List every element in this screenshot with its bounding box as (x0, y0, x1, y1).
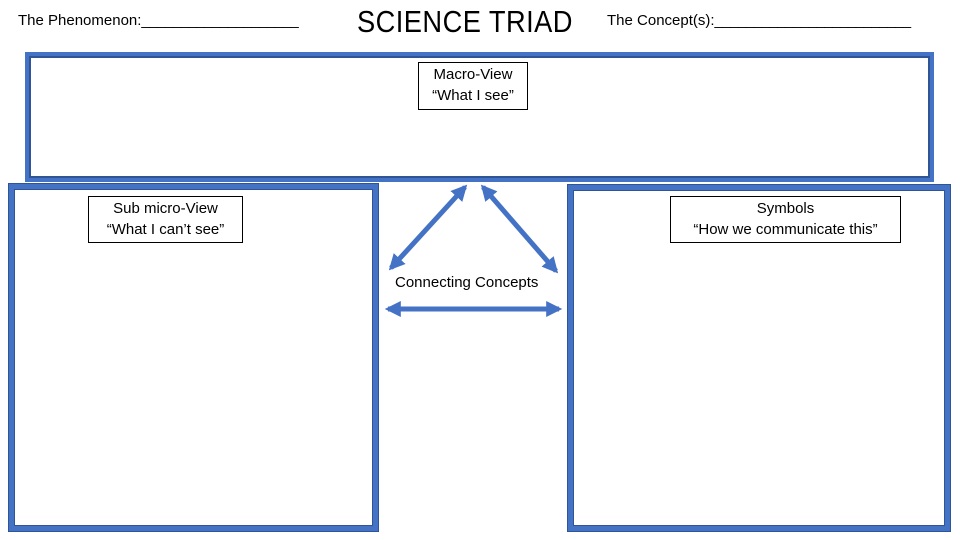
arrow-macro-submicro (388, 184, 468, 271)
concepts-field: The Concept(s):_________________________ (607, 12, 911, 29)
symbols-label: Symbols “How we communicate this” (670, 196, 901, 243)
macro-view-panel[interactable] (25, 52, 934, 182)
phenomenon-label: The Phenomenon: (18, 12, 142, 29)
submicro-view-label: Sub micro-View “What I can’t see” (88, 196, 243, 243)
submicro-view-subtitle: “What I can’t see” (106, 221, 225, 238)
macro-view-title: Macro-View (433, 66, 513, 83)
connecting-concepts-label: Connecting Concepts (395, 274, 539, 291)
concepts-label: The Concept(s): (607, 12, 715, 29)
submicro-view-panel[interactable] (9, 184, 378, 531)
page-title: SCIENCE TRIAD (357, 4, 573, 39)
submicro-view-title: Sub micro-View (113, 200, 218, 217)
macro-view-subtitle: “What I see” (432, 87, 514, 104)
arrow-macro-symbols (480, 184, 559, 274)
phenomenon-blank[interactable]: ____________________ (141, 12, 299, 29)
phenomenon-field: The Phenomenon:____________________ (18, 12, 299, 29)
symbols-subtitle: “How we communicate this” (693, 221, 878, 238)
symbols-title: Symbols (756, 200, 815, 217)
concepts-blank[interactable]: _________________________ (714, 12, 912, 29)
macro-view-label: Macro-View “What I see” (418, 62, 528, 110)
